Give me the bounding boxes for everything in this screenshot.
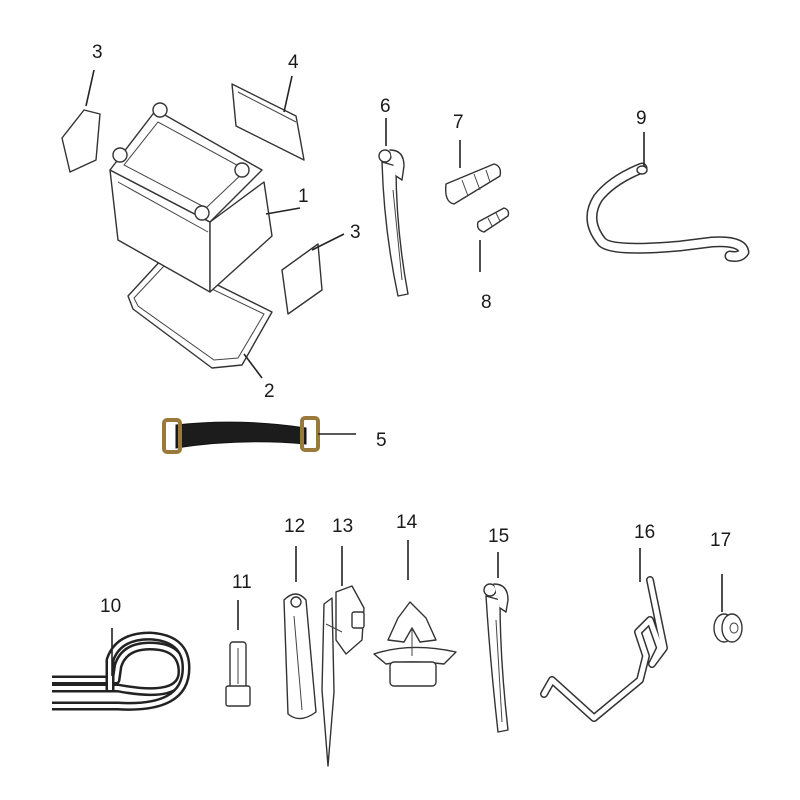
- part-13-push-rivet: [321, 585, 365, 767]
- callout-16: 16: [634, 522, 655, 543]
- part-14-fir-tree-clip: [373, 601, 457, 687]
- callout-10: 10: [100, 596, 121, 617]
- callout-numbers: 1 2 3 3 4 5 6 7 8 9 10 11 12 13 14 15 16…: [92, 42, 731, 617]
- callout-12: 12: [284, 516, 305, 537]
- part-17-grommet: [713, 613, 743, 643]
- callout-9: 9: [636, 108, 647, 129]
- part-9-wire-hook: [586, 162, 750, 262]
- callout-8: 8: [481, 292, 492, 313]
- part-7-sleeve: [444, 163, 502, 205]
- leader-lines: [85, 69, 723, 676]
- part-8-terminal: [476, 207, 510, 233]
- part-12-strap-clip: [283, 593, 317, 720]
- callout-13: 13: [332, 516, 353, 537]
- callout-14: 14: [396, 512, 418, 533]
- callout-5: 5: [376, 430, 387, 451]
- part-3-pad-upper: [61, 109, 101, 173]
- part-5-strap: [162, 416, 320, 454]
- part-16-bracket-rod: [540, 576, 668, 722]
- leader-3-upper: [85, 69, 95, 107]
- callout-3-upper: 3: [92, 42, 103, 63]
- leader-1: [265, 207, 301, 215]
- callout-3-lower: 3: [350, 222, 361, 243]
- part-4-plate: [231, 83, 305, 161]
- leader-2: [243, 353, 263, 379]
- callout-15: 15: [488, 526, 509, 547]
- part-3-pad-lower: [281, 243, 323, 315]
- callout-4: 4: [288, 52, 299, 73]
- part-10-wire-clip: [52, 631, 191, 711]
- part-6-cable-tie: [378, 149, 409, 297]
- callout-2: 2: [264, 381, 275, 402]
- part-1-battery: [109, 102, 273, 293]
- part-15-cable-tie: [483, 583, 509, 733]
- leader-3-lower: [311, 233, 345, 251]
- callout-11: 11: [232, 572, 252, 593]
- part-11-bolt: [225, 641, 251, 707]
- callout-1: 1: [298, 186, 309, 207]
- callout-7: 7: [453, 112, 464, 133]
- callout-6: 6: [380, 96, 391, 117]
- leader-4: [283, 75, 293, 113]
- callout-17: 17: [710, 530, 731, 551]
